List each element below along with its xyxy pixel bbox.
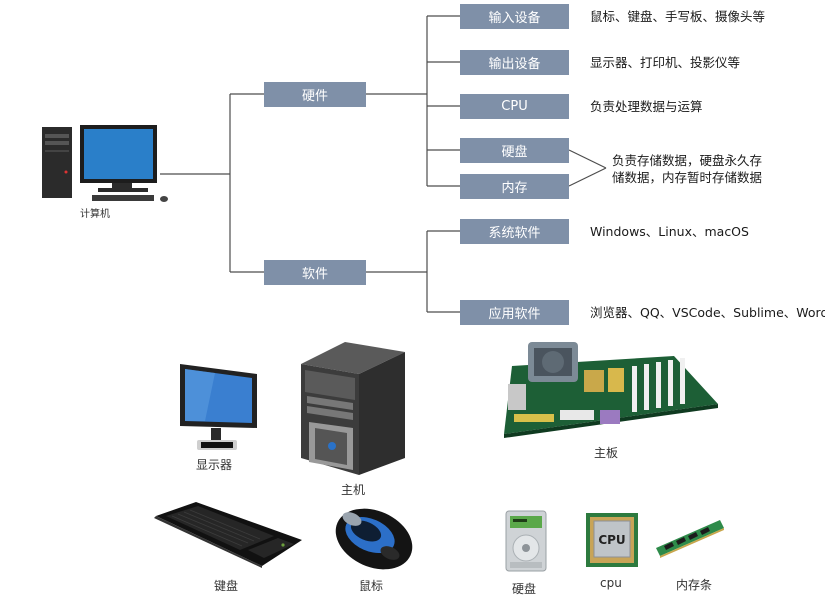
desc-storage-line2: 储数据，内存暂时存储数据 xyxy=(612,170,763,185)
cpu-chip-text: CPU xyxy=(598,533,625,547)
monitor-image xyxy=(180,364,257,450)
node-application-software: 应用软件 xyxy=(460,300,569,325)
harddisk-caption: 硬盘 xyxy=(512,582,537,596)
monitor-caption: 显示器 xyxy=(196,458,233,472)
branch-software: 软件 xyxy=(264,260,366,285)
ram-image xyxy=(656,520,724,558)
root-label: 计算机 xyxy=(80,209,110,220)
branch-hardware: 硬件 xyxy=(264,82,366,107)
desc-output-devices: 显示器、打印机、投影仪等 xyxy=(590,55,741,70)
node-system-software: 系统软件 xyxy=(460,219,569,244)
computer-icon xyxy=(42,125,168,202)
motherboard-caption: 主板 xyxy=(594,446,619,460)
desc-input-devices: 鼠标、键盘、手写板、摄像头等 xyxy=(590,9,766,24)
mouse-image xyxy=(335,508,413,570)
desc-application-software: 浏览器、QQ、VSCode、Sublime、Word xyxy=(590,305,825,320)
desc-storage-line1: 负责存储数据，硬盘永久存 xyxy=(612,153,763,168)
node-harddisk: 硬盘 xyxy=(460,138,569,163)
keyboard-caption: 键盘 xyxy=(214,579,239,593)
keyboard-image xyxy=(154,502,302,568)
harddisk-image xyxy=(505,510,547,572)
node-output-devices: 输出设备 xyxy=(460,50,569,75)
cpu-caption: cpu xyxy=(600,576,622,590)
ram-caption: 内存条 xyxy=(676,578,713,592)
desc-system-software: Windows、Linux、macOS xyxy=(590,224,749,239)
host-caption: 主机 xyxy=(341,483,366,497)
host-image xyxy=(301,342,405,475)
desc-cpu: 负责处理数据与运算 xyxy=(590,99,703,114)
mouse-caption: 鼠标 xyxy=(359,579,384,593)
node-cpu: CPU xyxy=(460,94,569,119)
cpu-image: CPU xyxy=(586,513,638,567)
node-memory: 内存 xyxy=(460,174,569,199)
node-input-devices: 输入设备 xyxy=(460,4,569,29)
motherboard-image xyxy=(504,342,718,438)
